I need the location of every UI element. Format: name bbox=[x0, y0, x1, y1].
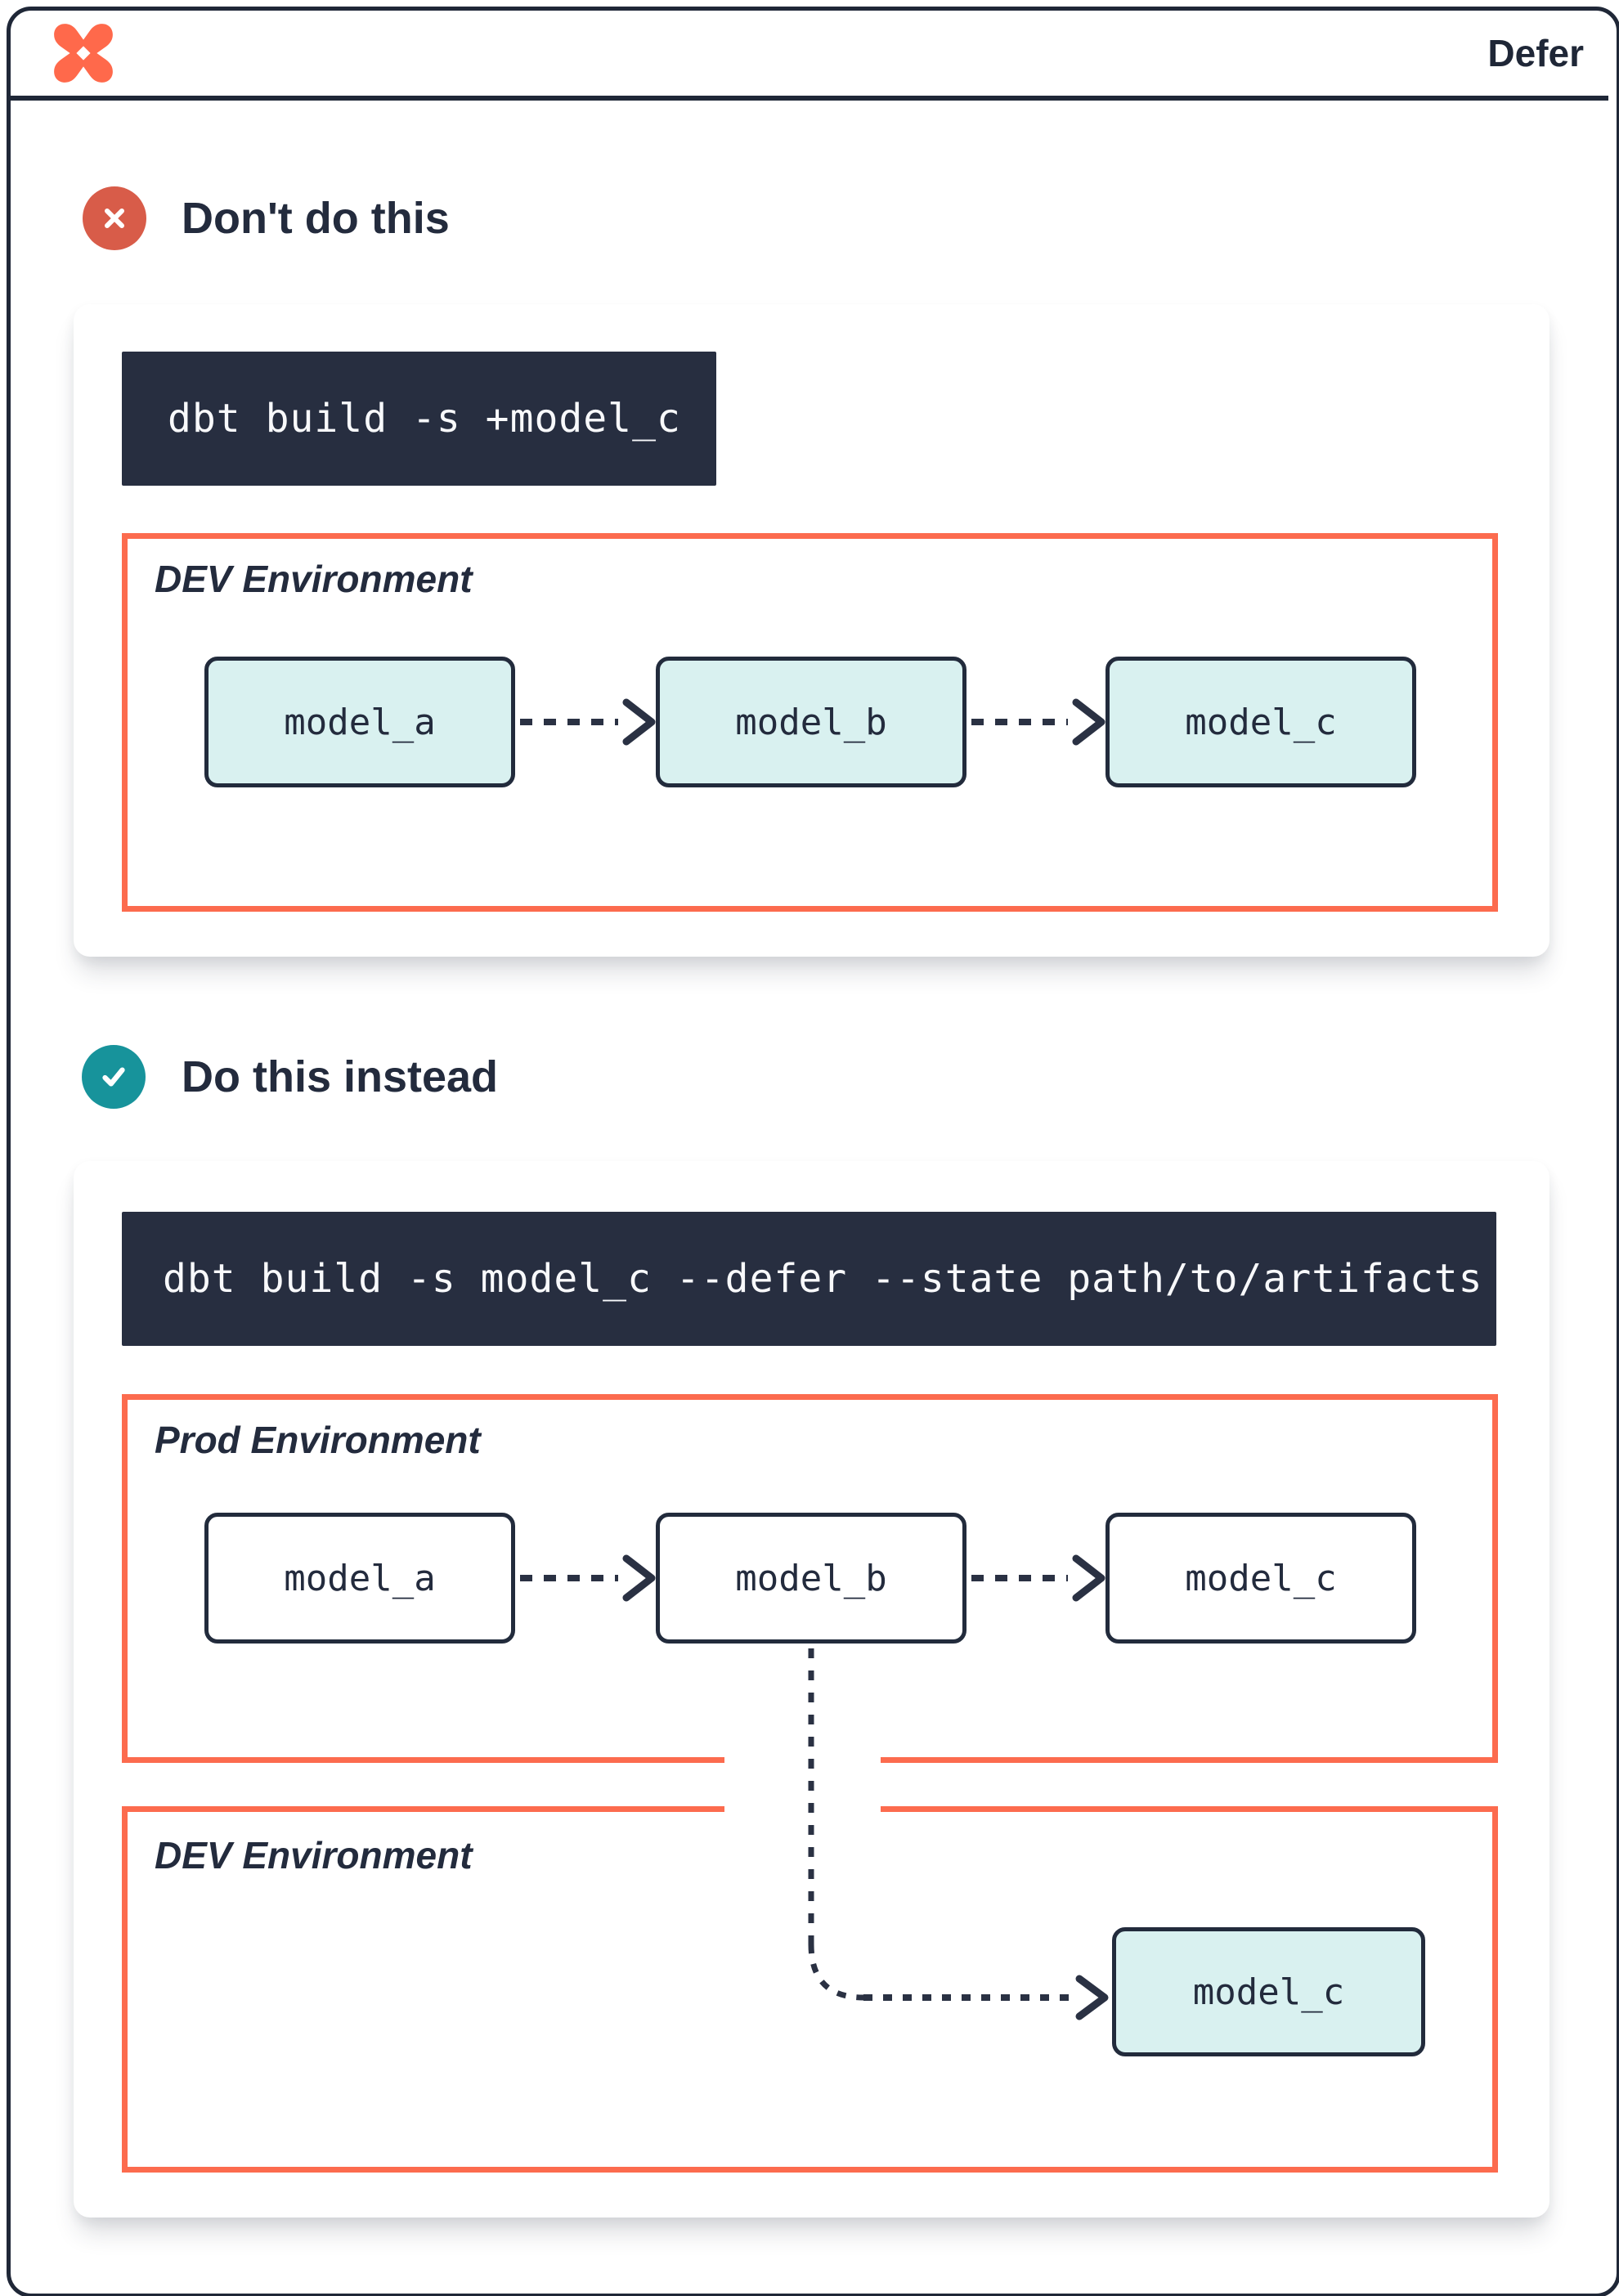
dont-model-c-node: model_c bbox=[1105, 657, 1416, 787]
dont-heading: Don't do this bbox=[182, 194, 450, 243]
do-command-block: dbt build -s model_c --defer --state pat… bbox=[122, 1212, 1496, 1346]
prod-model-b-node: model_b bbox=[656, 1513, 966, 1644]
do-check-circle-icon bbox=[82, 1045, 146, 1109]
dont-command-block: dbt build -s +model_c bbox=[122, 352, 716, 486]
dont-x-circle-icon bbox=[83, 186, 146, 250]
dont-command-text: dbt build -s +model_c bbox=[168, 396, 681, 442]
prod-model-c-node: model_c bbox=[1105, 1513, 1416, 1644]
do-card: dbt build -s model_c --defer --state pat… bbox=[74, 1161, 1549, 2218]
dont-model-b-node: model_b bbox=[656, 657, 966, 787]
dev-border-gap bbox=[724, 1801, 881, 1819]
do-dev-model-c-node: model_c bbox=[1112, 1927, 1425, 2056]
do-dev-environment-label: DEV Environment bbox=[155, 1834, 473, 1877]
dont-dev-environment-box: DEV Environment bbox=[122, 533, 1498, 912]
window-title: Defer bbox=[1487, 32, 1584, 74]
dbt-logo-icon bbox=[54, 24, 113, 83]
top-bar: Defer bbox=[11, 11, 1608, 101]
prod-model-a-node: model_a bbox=[204, 1513, 515, 1644]
dont-dev-environment-label: DEV Environment bbox=[155, 558, 473, 600]
dont-model-a-node: model_a bbox=[204, 657, 515, 787]
x-icon bbox=[105, 209, 124, 228]
prod-environment-label: Prod Environment bbox=[155, 1419, 481, 1461]
do-heading: Do this instead bbox=[182, 1052, 499, 1101]
prod-border-gap bbox=[724, 1748, 881, 1769]
do-command-text: dbt build -s model_c --defer --state pat… bbox=[163, 1256, 1483, 1302]
dont-card: dbt build -s +model_c DEV Environment mo… bbox=[74, 304, 1549, 957]
check-icon bbox=[102, 1067, 125, 1087]
